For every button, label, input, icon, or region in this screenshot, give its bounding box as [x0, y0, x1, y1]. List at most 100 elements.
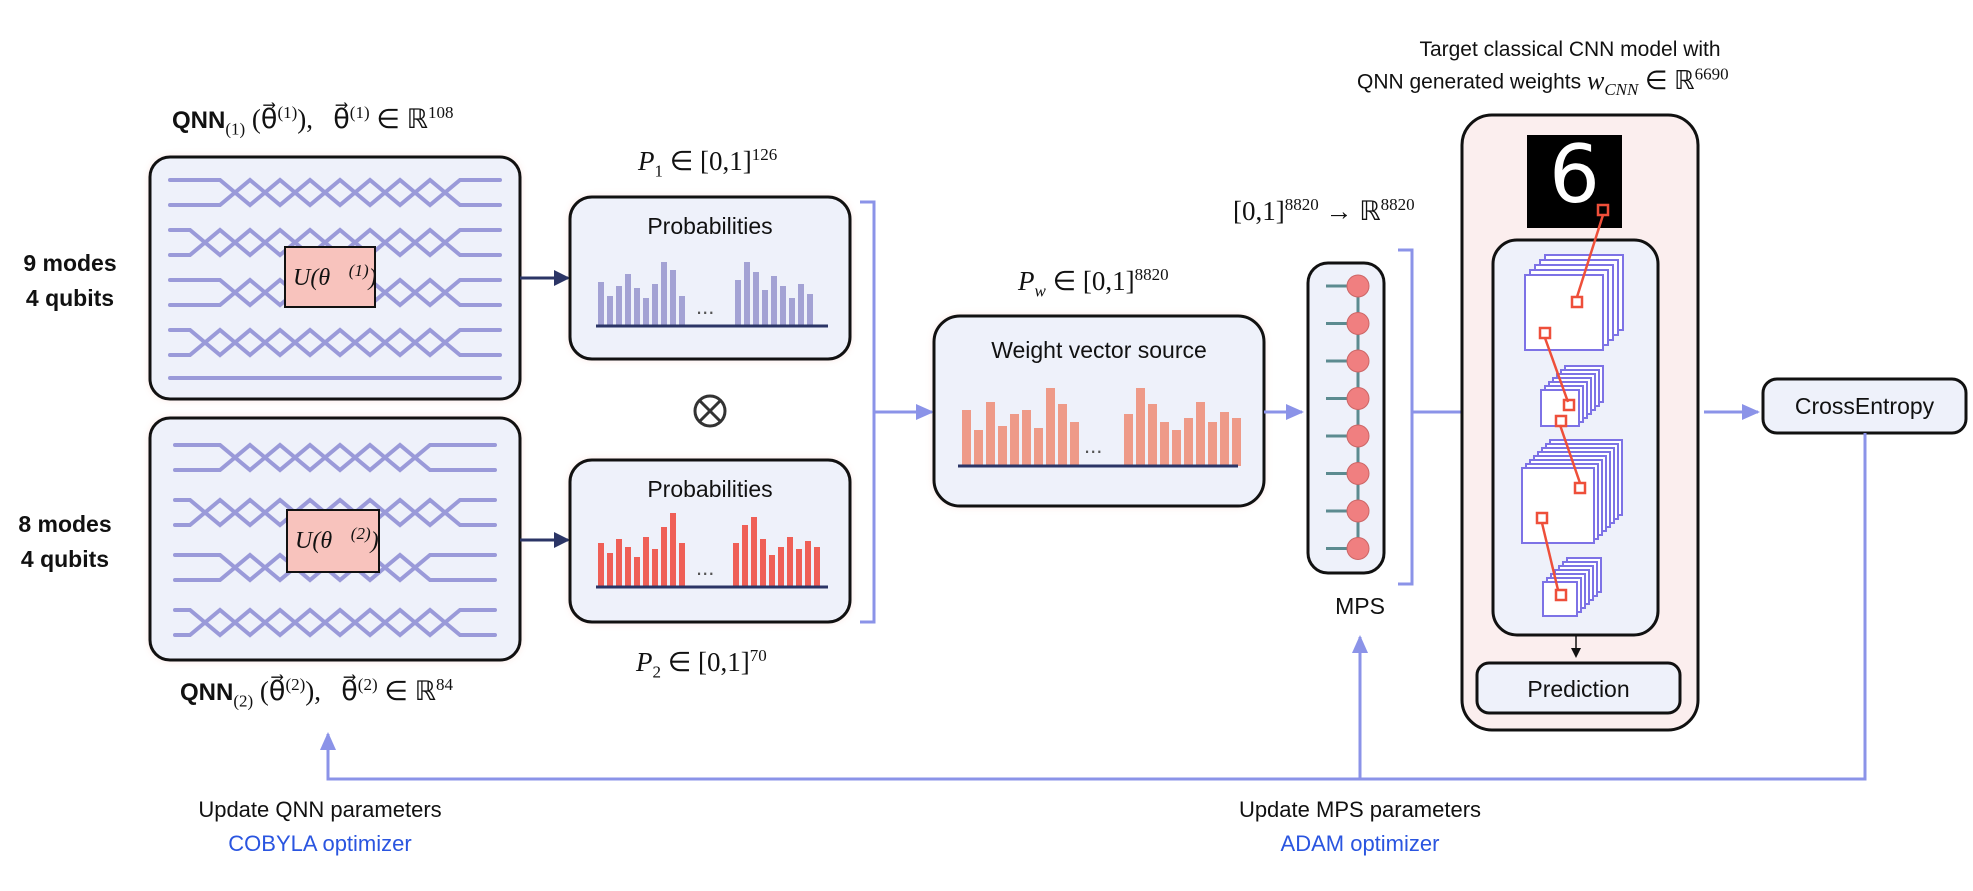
hist-bar: [771, 276, 777, 326]
hist-bar: [974, 430, 983, 466]
prob2-label: Probabilities: [647, 476, 773, 502]
hist-bar: [1232, 418, 1241, 466]
hist-bar: [1010, 414, 1019, 466]
qnn2-params-close: ),: [305, 676, 322, 706]
qnn1-params-close: ),: [297, 104, 314, 134]
hist-bar: [1022, 410, 1031, 466]
weight-dim: 8820: [1134, 265, 1169, 284]
prob2-histogram: [598, 513, 820, 587]
cnn-layer-2: [1540, 365, 1604, 427]
prob1-histogram: [598, 262, 813, 326]
hist-bar: [634, 288, 640, 326]
cnn-w-dim: 6690: [1694, 64, 1729, 83]
mnist-digit-image: [1527, 135, 1622, 228]
cnn-w-sub: CNN: [1604, 79, 1639, 99]
hist-bar: [661, 527, 667, 587]
qnn1-params-sup: (1): [277, 103, 298, 122]
mps-tensor-node: [1346, 274, 1370, 298]
qnn1-unitary-box: [284, 246, 376, 308]
mps-label: MPS: [1335, 593, 1385, 619]
hist-bar: [1148, 404, 1157, 466]
hist-bar: [661, 262, 667, 326]
hist-bar: [598, 543, 604, 587]
qnn2-qubits: 4 qubits: [20, 546, 110, 572]
prob2-math-symbol: P: [636, 647, 653, 677]
combine-bracket: [860, 200, 876, 624]
weight-sub: w: [1034, 281, 1046, 301]
mnist-digit: 6: [1549, 128, 1600, 221]
prediction-box: [1475, 661, 1682, 715]
hist-bar: [1196, 402, 1205, 466]
qnn2-unitary-label: U(θ⃗(2)): [295, 524, 379, 555]
hist-bar: [607, 296, 613, 326]
prob1-label: Probabilities: [647, 213, 773, 239]
update-qnn-line2: COBYLA optimizer: [228, 831, 412, 856]
update-mps-line2: ADAM optimizer: [1280, 831, 1440, 856]
cnn-receptive-links: [1535, 203, 1610, 602]
hist-bar: [1124, 414, 1133, 466]
hist-bar: [760, 539, 766, 587]
prediction-label: Prediction: [1527, 676, 1630, 702]
hist-bar: [625, 547, 631, 587]
hist-bar: [670, 513, 676, 587]
qnn2-name: QNN: [180, 679, 234, 706]
prob1-math-symbol: P: [638, 146, 655, 176]
qnn2-space: θ⃗: [341, 676, 358, 706]
hist-bar: [643, 298, 649, 326]
mapping-label: [0,1]8820 → ℝ8820: [1233, 195, 1415, 227]
hist-bar: [735, 280, 741, 326]
qnn2-dim: 84: [436, 675, 454, 694]
cnn-title-line1: Target classical CNN model with: [1419, 38, 1721, 61]
hist-bar: [753, 272, 759, 326]
hist-bar: [780, 286, 786, 326]
mapping-left: [0,1]: [1233, 196, 1285, 226]
hist-bar: [643, 537, 649, 587]
hist-bar: [598, 282, 604, 326]
prob1-ellipsis: ...: [696, 294, 715, 319]
qnn1-waveguides: [168, 177, 502, 380]
hist-bar: [652, 549, 658, 587]
hist-bar: [769, 555, 775, 587]
hist-bar: [616, 539, 622, 587]
prob2-ellipsis: ...: [696, 555, 715, 580]
prob2-math: P2 ∈ [0,1]70: [636, 646, 767, 682]
hist-bar: [607, 553, 613, 587]
hist-bar: [1208, 422, 1217, 466]
hist-bar: [1046, 388, 1055, 466]
hist-bar: [998, 426, 1007, 466]
qnn1-unitary-close: ): [368, 265, 377, 291]
cnn-layer-1: [1524, 254, 1624, 351]
hist-bar: [1070, 422, 1079, 466]
crossentropy-label: CrossEntropy: [1794, 393, 1935, 419]
hist-bar: [789, 298, 795, 326]
qnn1-qubits: 4 qubits: [25, 285, 115, 311]
qnn1-sub: (1): [225, 119, 246, 139]
mps-tensor-node: [1346, 537, 1370, 560]
mps-box: [1306, 261, 1386, 575]
qnn1-title: QNN(1) (θ⃗(1)), θ⃗(1) ∈ ℝ108: [172, 103, 454, 139]
hist-bar: [634, 557, 640, 587]
hist-bar: [805, 541, 811, 587]
qnn1-modes: 9 modes: [23, 250, 117, 276]
hist-bar: [742, 525, 748, 587]
prob2-dim: 70: [749, 646, 767, 665]
mps-tensor-node: [1346, 462, 1370, 485]
mps-tensor-node: [1346, 499, 1370, 523]
mps-bracket: [1398, 248, 1414, 586]
prob1-dim: 126: [751, 145, 778, 164]
mps-tensor-node: [1346, 349, 1370, 373]
mps-tensor-node: [1346, 312, 1370, 335]
qnn1-dim: 108: [428, 103, 454, 122]
hist-bar: [962, 410, 971, 466]
hist-bar: [670, 270, 676, 326]
hist-bar: [814, 547, 820, 587]
qnn2-modes: 8 modes: [18, 511, 112, 537]
mps-tensor-node: [1346, 387, 1370, 410]
tensor-product-symbol: [693, 394, 727, 428]
hist-bar: [616, 286, 622, 326]
cnn-layer-3: [1521, 439, 1623, 544]
hist-bar: [1058, 404, 1067, 466]
weight-math-symbol: P: [1018, 266, 1035, 296]
qnn2-unitary-close: ): [370, 528, 379, 554]
